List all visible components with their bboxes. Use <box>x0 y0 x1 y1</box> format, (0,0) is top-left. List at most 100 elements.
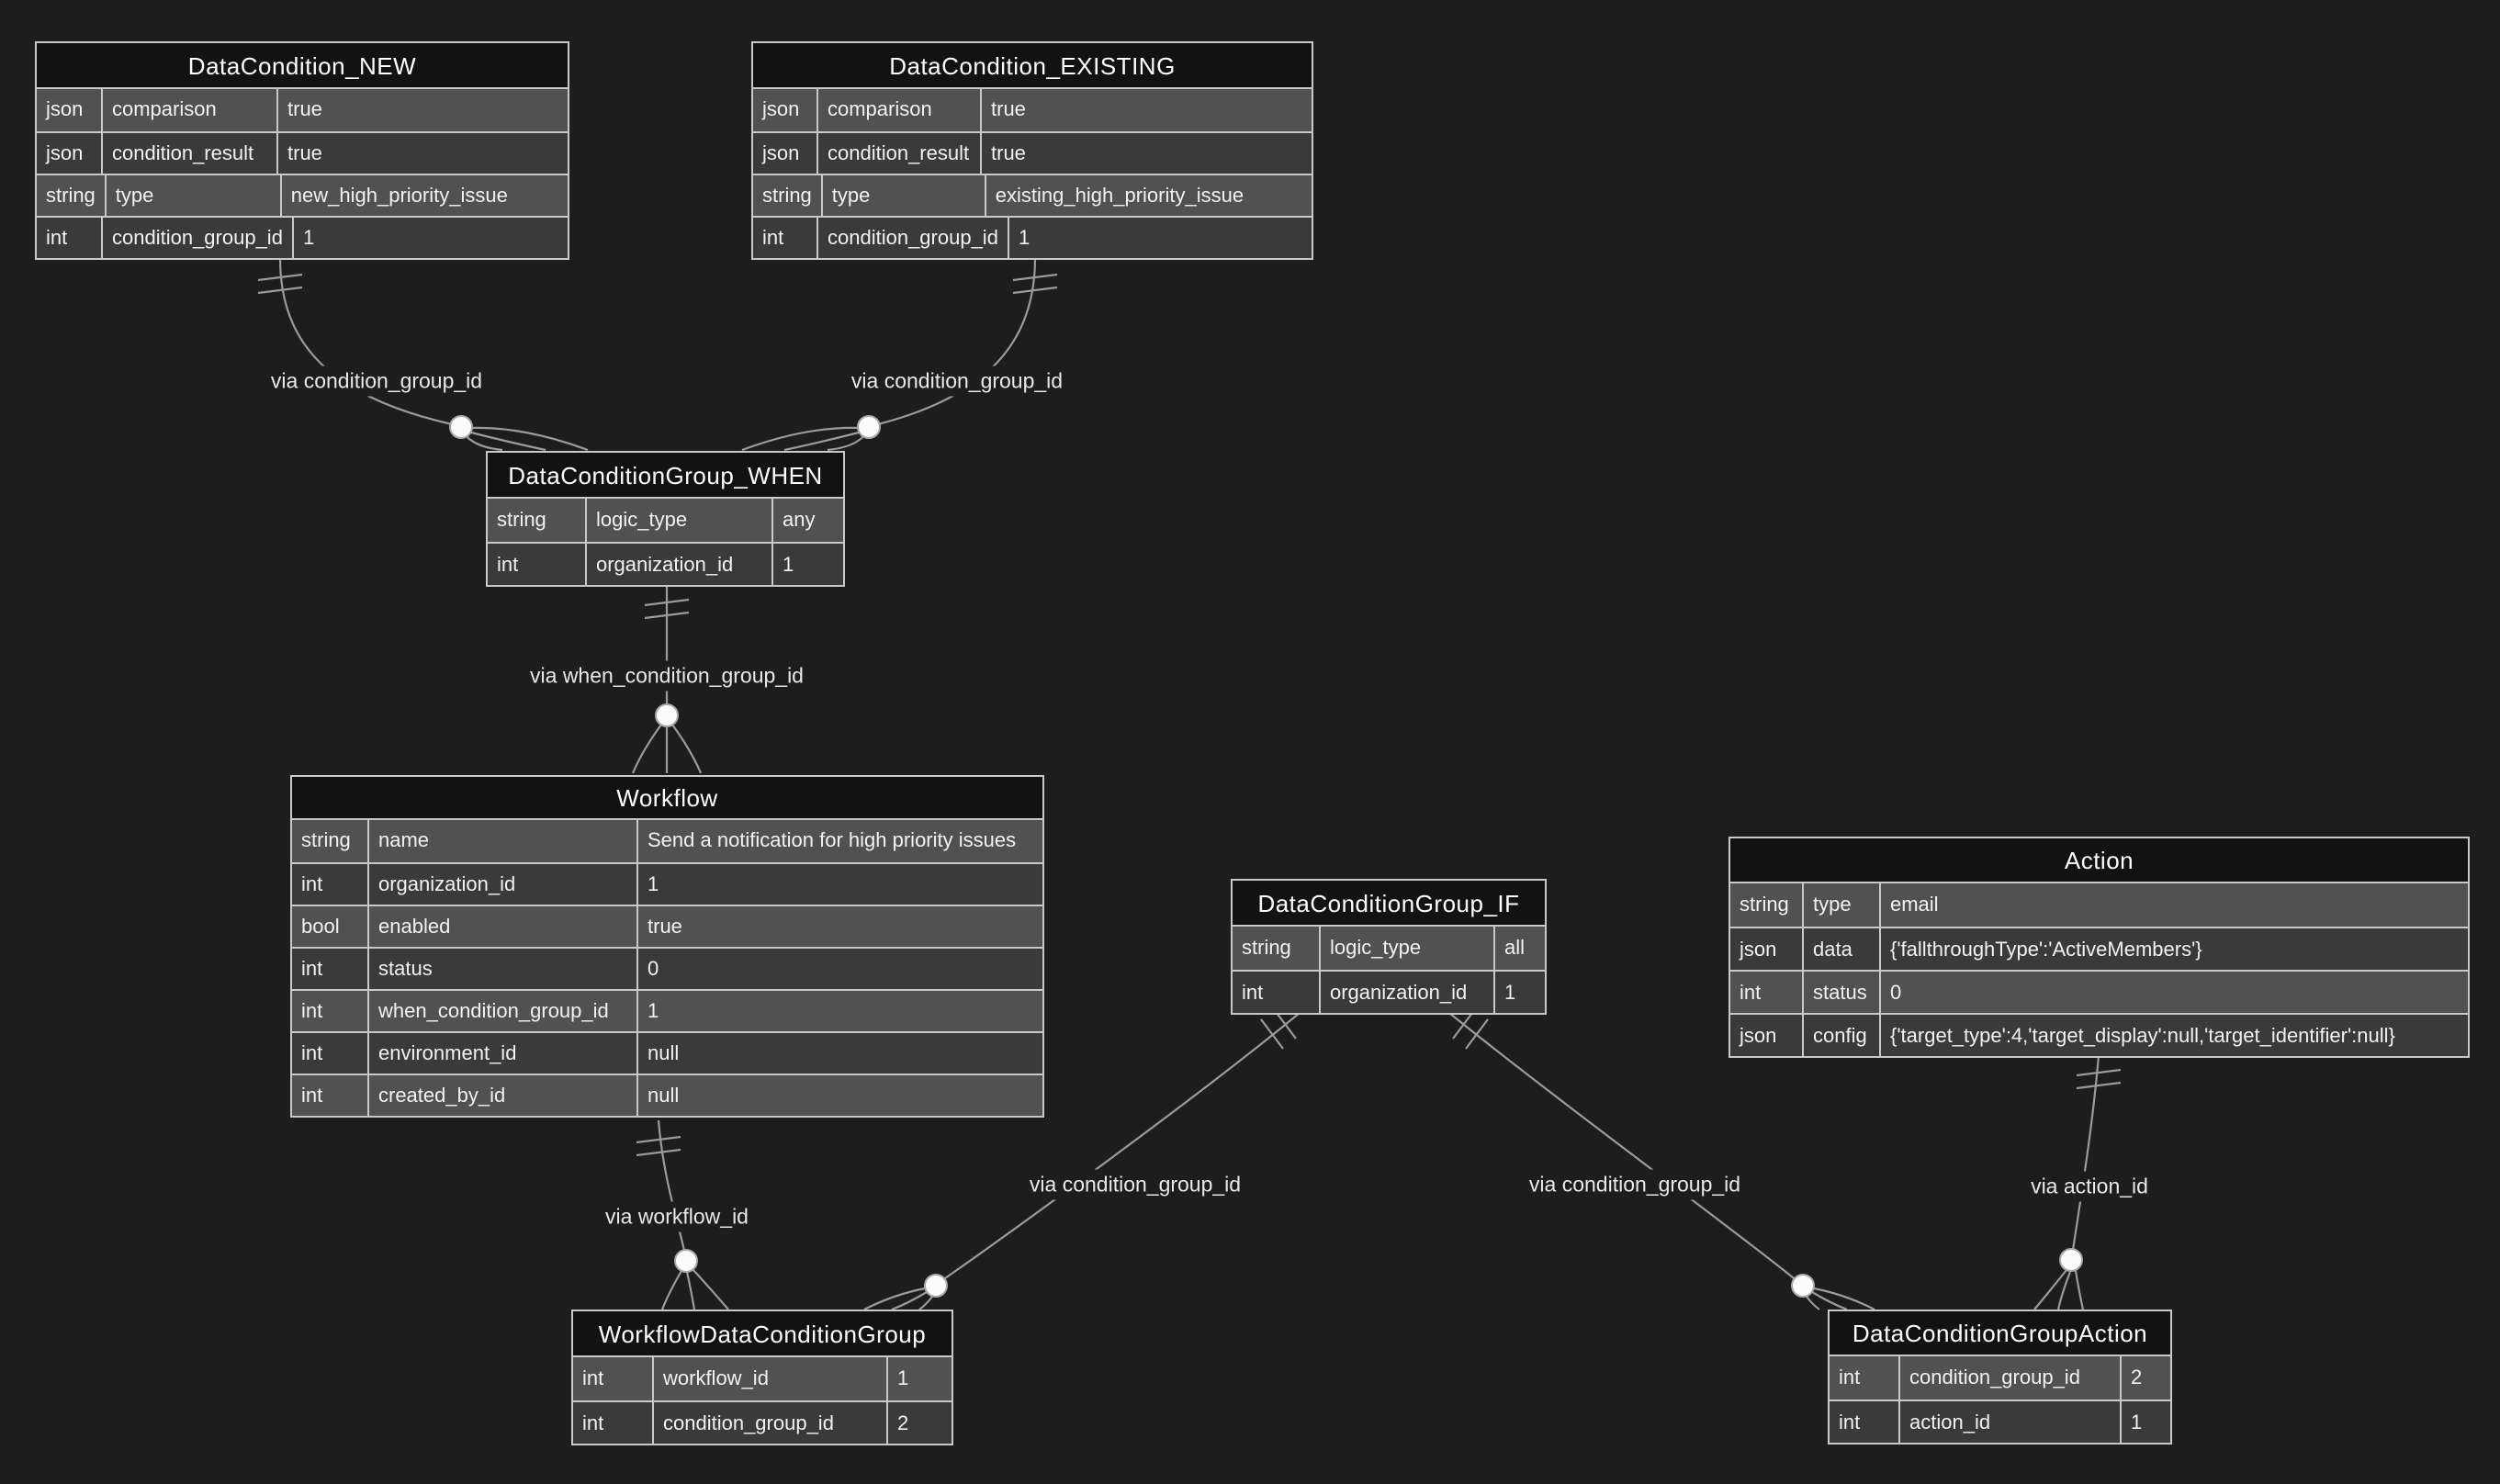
attribute-name: type <box>820 175 986 216</box>
attribute-value: {'fallthroughType':'ActiveMembers'} <box>1890 938 2202 961</box>
edge-action-to-dcgaction <box>2071 1054 2100 1251</box>
attribute-name: status <box>1802 972 1881 1013</box>
attribute-value: 1 <box>1504 981 1516 1004</box>
attribute-name: logic_type <box>1319 927 1495 970</box>
attribute-type: int <box>301 1041 323 1064</box>
edge-new-to-when <box>278 257 453 426</box>
attribute-value: 2 <box>2131 1366 2143 1388</box>
attribute-name: organization_id <box>367 864 638 905</box>
attribute-type: int <box>1839 1411 1861 1433</box>
attribute-row: json config {'target_type':4,'target_dis… <box>1730 1013 2468 1056</box>
attribute-value: 1 <box>897 1366 909 1389</box>
attribute-value: all <box>1504 936 1526 959</box>
crow-foot <box>827 433 866 452</box>
relationship-label: via when_condition_group_id <box>522 660 812 691</box>
zero-circle <box>1791 1274 1815 1298</box>
one-tick <box>257 286 303 295</box>
edge-if-to-wdcg <box>944 1012 1301 1279</box>
zero-circle <box>2059 1248 2083 1272</box>
attribute-name: action_id <box>1898 1401 2122 1443</box>
crow-foot <box>1806 1296 1820 1310</box>
one-tick <box>1260 1018 1284 1050</box>
attribute-value: true <box>287 97 322 120</box>
attribute-type: string <box>301 828 351 851</box>
crow-foot <box>692 1268 729 1310</box>
attribute-type: string <box>497 508 546 531</box>
attribute-type: json <box>46 141 84 164</box>
entity-title: WorkflowDataConditionGroup <box>573 1311 952 1357</box>
crow-foot <box>741 426 861 452</box>
attribute-row: int status 0 <box>292 947 1042 989</box>
attribute-name: condition_group_id <box>1898 1356 2122 1400</box>
attribute-type: string <box>762 184 812 207</box>
attribute-row: string type email <box>1730 883 2468 927</box>
attribute-row: int condition_group_id 1 <box>37 216 568 258</box>
relationship-label: via condition_group_id <box>1520 1169 1750 1200</box>
attribute-row: json comparison true <box>37 89 568 131</box>
attribute-row: int created_by_id null <box>292 1074 1042 1116</box>
attribute-value: email <box>1890 893 1939 916</box>
crow-foot <box>2056 1271 2072 1310</box>
attribute-row: int organization_id 1 <box>1233 970 1545 1013</box>
attribute-row: int when_condition_group_id 1 <box>292 989 1042 1031</box>
attribute-name: created_by_id <box>367 1075 638 1116</box>
attribute-value: any <box>783 508 816 531</box>
attribute-type: int <box>497 553 519 576</box>
one-tick <box>2076 1081 2122 1090</box>
attribute-type: string <box>1242 936 1291 959</box>
entity-wdcg: WorkflowDataConditionGroup int workflow_… <box>571 1310 953 1445</box>
attribute-type: int <box>301 1084 323 1107</box>
relationship-label: via condition_group_id <box>1020 1169 1250 1200</box>
attribute-name: workflow_id <box>652 1357 888 1400</box>
zero-circle <box>924 1274 948 1298</box>
attribute-row: string logic_type any <box>488 499 843 542</box>
attribute-row: int organization_id 1 <box>292 862 1042 905</box>
attribute-row: int environment_id null <box>292 1031 1042 1074</box>
attribute-value: true <box>648 915 682 938</box>
attribute-type: json <box>1740 938 1777 961</box>
attribute-value: null <box>648 1041 680 1064</box>
crow-foot <box>660 1270 682 1310</box>
attribute-type: int <box>46 226 68 249</box>
attribute-name: enabled <box>367 906 638 947</box>
crow-foot <box>671 724 703 774</box>
attribute-name: when_condition_group_id <box>367 991 638 1031</box>
attribute-row: json data {'fallthroughType':'ActiveMemb… <box>1730 927 2468 970</box>
attribute-row: int workflow_id 1 <box>573 1357 952 1400</box>
edge-existing-to-when <box>877 257 1037 426</box>
crow-foot <box>863 1287 926 1310</box>
one-tick <box>636 1148 681 1157</box>
relationship-label: via condition_group_id <box>842 365 1072 397</box>
attribute-row: int condition_group_id 2 <box>573 1400 952 1444</box>
attribute-value: null <box>648 1084 680 1107</box>
attribute-type: string <box>1740 893 1789 916</box>
entity-title: DataConditionGroup_WHEN <box>488 453 843 499</box>
zero-circle <box>449 415 473 439</box>
relationship-label: via condition_group_id <box>262 365 491 397</box>
one-tick <box>1465 1018 1489 1050</box>
attribute-row: string logic_type all <box>1233 927 1545 970</box>
attribute-value: 1 <box>783 553 794 576</box>
attribute-name: status <box>367 949 638 989</box>
attribute-value: 2 <box>897 1411 909 1434</box>
attribute-name: condition_group_id <box>816 218 1009 258</box>
entity-data-condition-existing: DataCondition_EXISTING json comparison t… <box>751 41 1313 260</box>
relationship-label: via action_id <box>2022 1171 2157 1202</box>
attribute-value: {'target_type':4,'target_display':null,'… <box>1890 1024 2395 1047</box>
crow-foot <box>1813 1287 1875 1310</box>
attribute-row: json condition_result true <box>37 131 568 174</box>
attribute-value: 1 <box>2131 1411 2143 1433</box>
attribute-type: json <box>762 141 800 164</box>
attribute-value: 1 <box>1018 226 1030 249</box>
crow-foot <box>469 426 589 452</box>
zero-circle <box>674 1249 698 1273</box>
crow-foot <box>2033 1269 2067 1310</box>
entity-title: DataConditionGroup_IF <box>1233 881 1545 927</box>
attribute-name: data <box>1802 928 1881 970</box>
one-tick <box>644 611 690 620</box>
attribute-name: comparison <box>816 89 982 131</box>
entity-workflow: Workflow string name Send a notification… <box>290 775 1044 1118</box>
attribute-name: condition_result <box>101 133 278 174</box>
entity-title: Workflow <box>292 777 1042 820</box>
attribute-type: int <box>582 1366 604 1389</box>
